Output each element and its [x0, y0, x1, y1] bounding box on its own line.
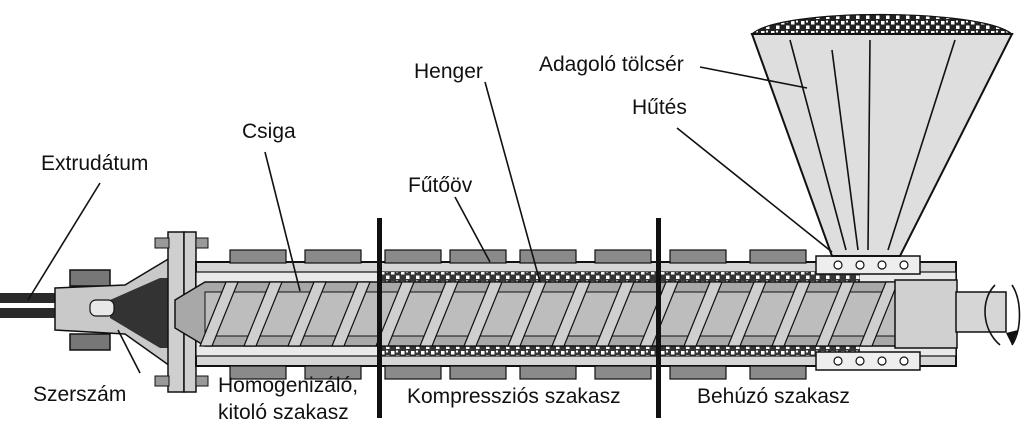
heater-band — [304, 365, 362, 380]
screw-flight — [419, 281, 459, 347]
screw — [174, 279, 958, 349]
leader-lines — [27, 66, 833, 374]
heater-band — [384, 249, 442, 264]
screw-flight — [331, 281, 371, 347]
screw-flight — [771, 281, 811, 347]
screw-flight — [815, 281, 855, 347]
screw-flight — [551, 281, 591, 347]
label-extrudatum: Extrudátum — [41, 152, 148, 175]
screw-flight — [375, 281, 415, 347]
cooling-hole — [855, 356, 865, 366]
heater-band — [669, 249, 727, 264]
cooling-hole — [877, 356, 887, 366]
screw-flight — [595, 281, 635, 347]
label-homogenizalo-line1: Homogenizáló, — [218, 374, 358, 397]
label-behuzo: Behúzó szakasz — [697, 385, 850, 408]
heater-band — [519, 365, 577, 380]
cooling-hole — [855, 260, 865, 270]
cooling-hole — [833, 356, 843, 366]
label-kompresszios: Kompressziós szakasz — [407, 385, 621, 408]
heater-band — [229, 365, 287, 380]
hopper — [750, 13, 1014, 257]
cooling-hole — [899, 260, 909, 270]
heater-band — [384, 365, 442, 380]
cooling-hole — [899, 356, 909, 366]
heater-band — [669, 365, 727, 380]
label-adagolo-tolcser: Adagoló tölcsér — [539, 53, 684, 76]
screw-flight — [199, 281, 239, 347]
screw-flight — [287, 281, 327, 347]
screw-flight — [463, 281, 503, 347]
label-hutes: Hűtés — [632, 96, 687, 119]
heater-band — [749, 365, 807, 380]
cooling-hole — [833, 260, 843, 270]
heater-band — [229, 249, 287, 264]
screw-flight — [243, 281, 283, 347]
label-futoov: Fűtőöv — [408, 174, 473, 197]
screw-flight — [507, 281, 547, 347]
heater-band — [304, 249, 362, 264]
screw-flight — [683, 281, 723, 347]
label-homogenizalo-line2: kitoló szakasz — [218, 401, 349, 424]
label-szerszam: Szerszám — [33, 383, 126, 406]
cooling-ring — [815, 255, 921, 371]
heater-band — [594, 249, 652, 264]
label-csiga: Csiga — [242, 120, 296, 143]
heater-band — [749, 249, 807, 264]
screw-flight — [727, 281, 767, 347]
heater-band — [449, 249, 507, 264]
cooling-hole — [877, 260, 887, 270]
drive-shaft — [955, 284, 1021, 346]
heater-band — [449, 365, 507, 380]
label-henger: Henger — [414, 60, 483, 83]
heater-band — [594, 365, 652, 380]
heater-band — [519, 249, 577, 264]
zone-dividers — [377, 218, 661, 418]
